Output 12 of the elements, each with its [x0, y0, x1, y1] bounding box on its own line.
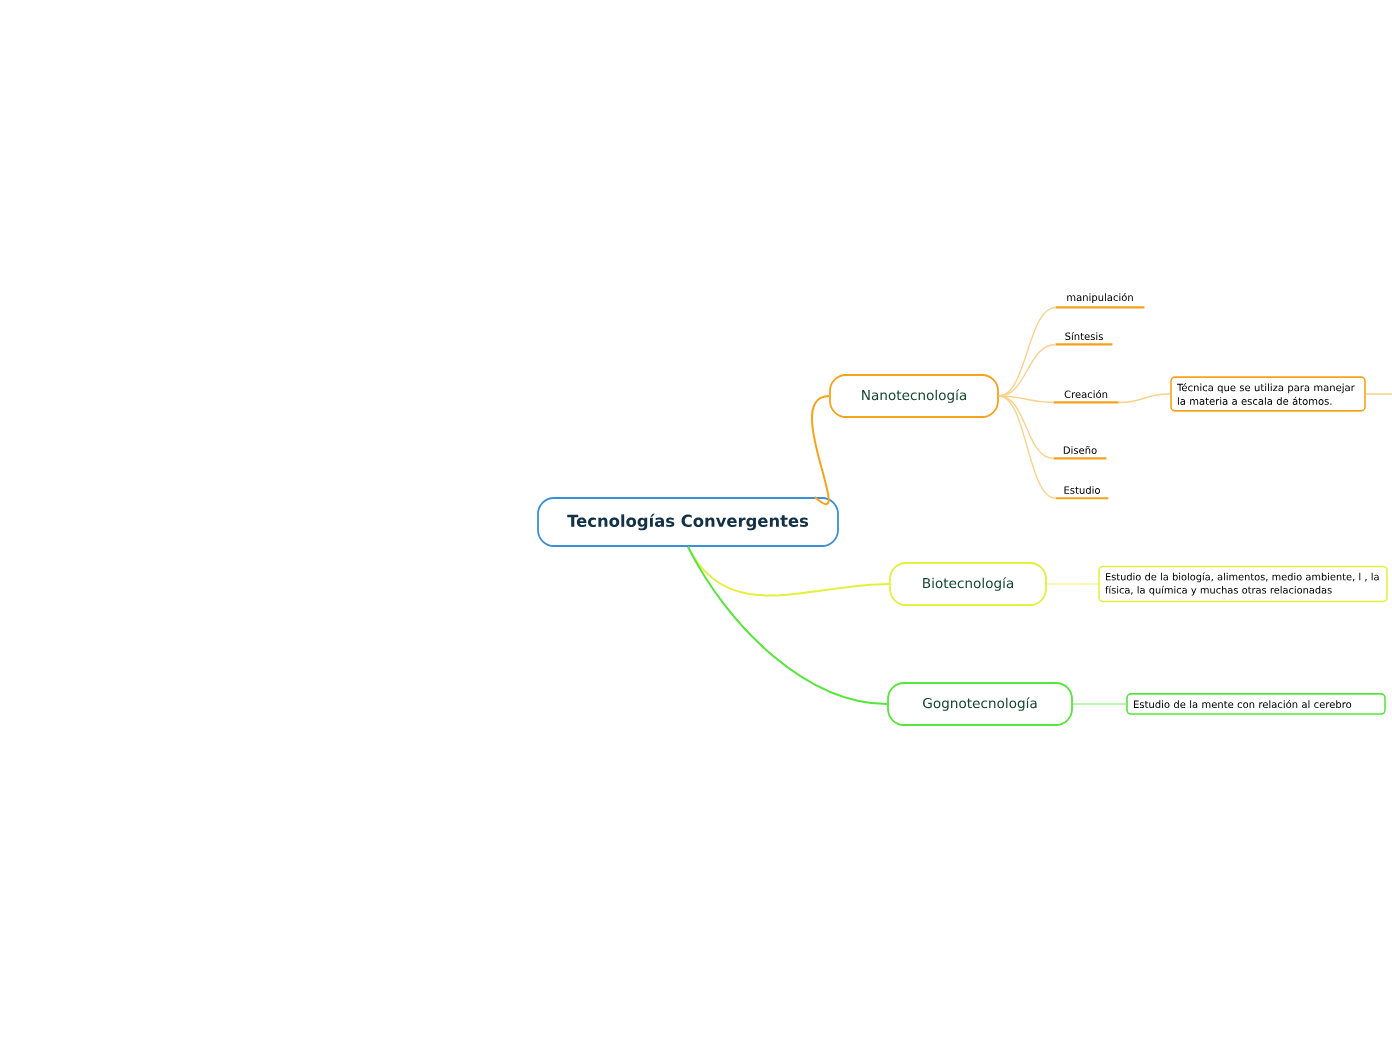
connector-line [687, 545, 889, 705]
connector-line [998, 343, 1057, 397]
connector-line [998, 395, 1055, 460]
connector-line [1365, 393, 1392, 395]
connector-line [998, 395, 1055, 404]
connector-line [998, 395, 1057, 499]
connector-line [1046, 583, 1099, 585]
connector-line [1117, 393, 1171, 404]
connector-line [1072, 703, 1127, 705]
connector-line [998, 306, 1057, 397]
topic-box: Tecnologías Convergentes [537, 497, 839, 547]
connector-line [811, 395, 831, 505]
